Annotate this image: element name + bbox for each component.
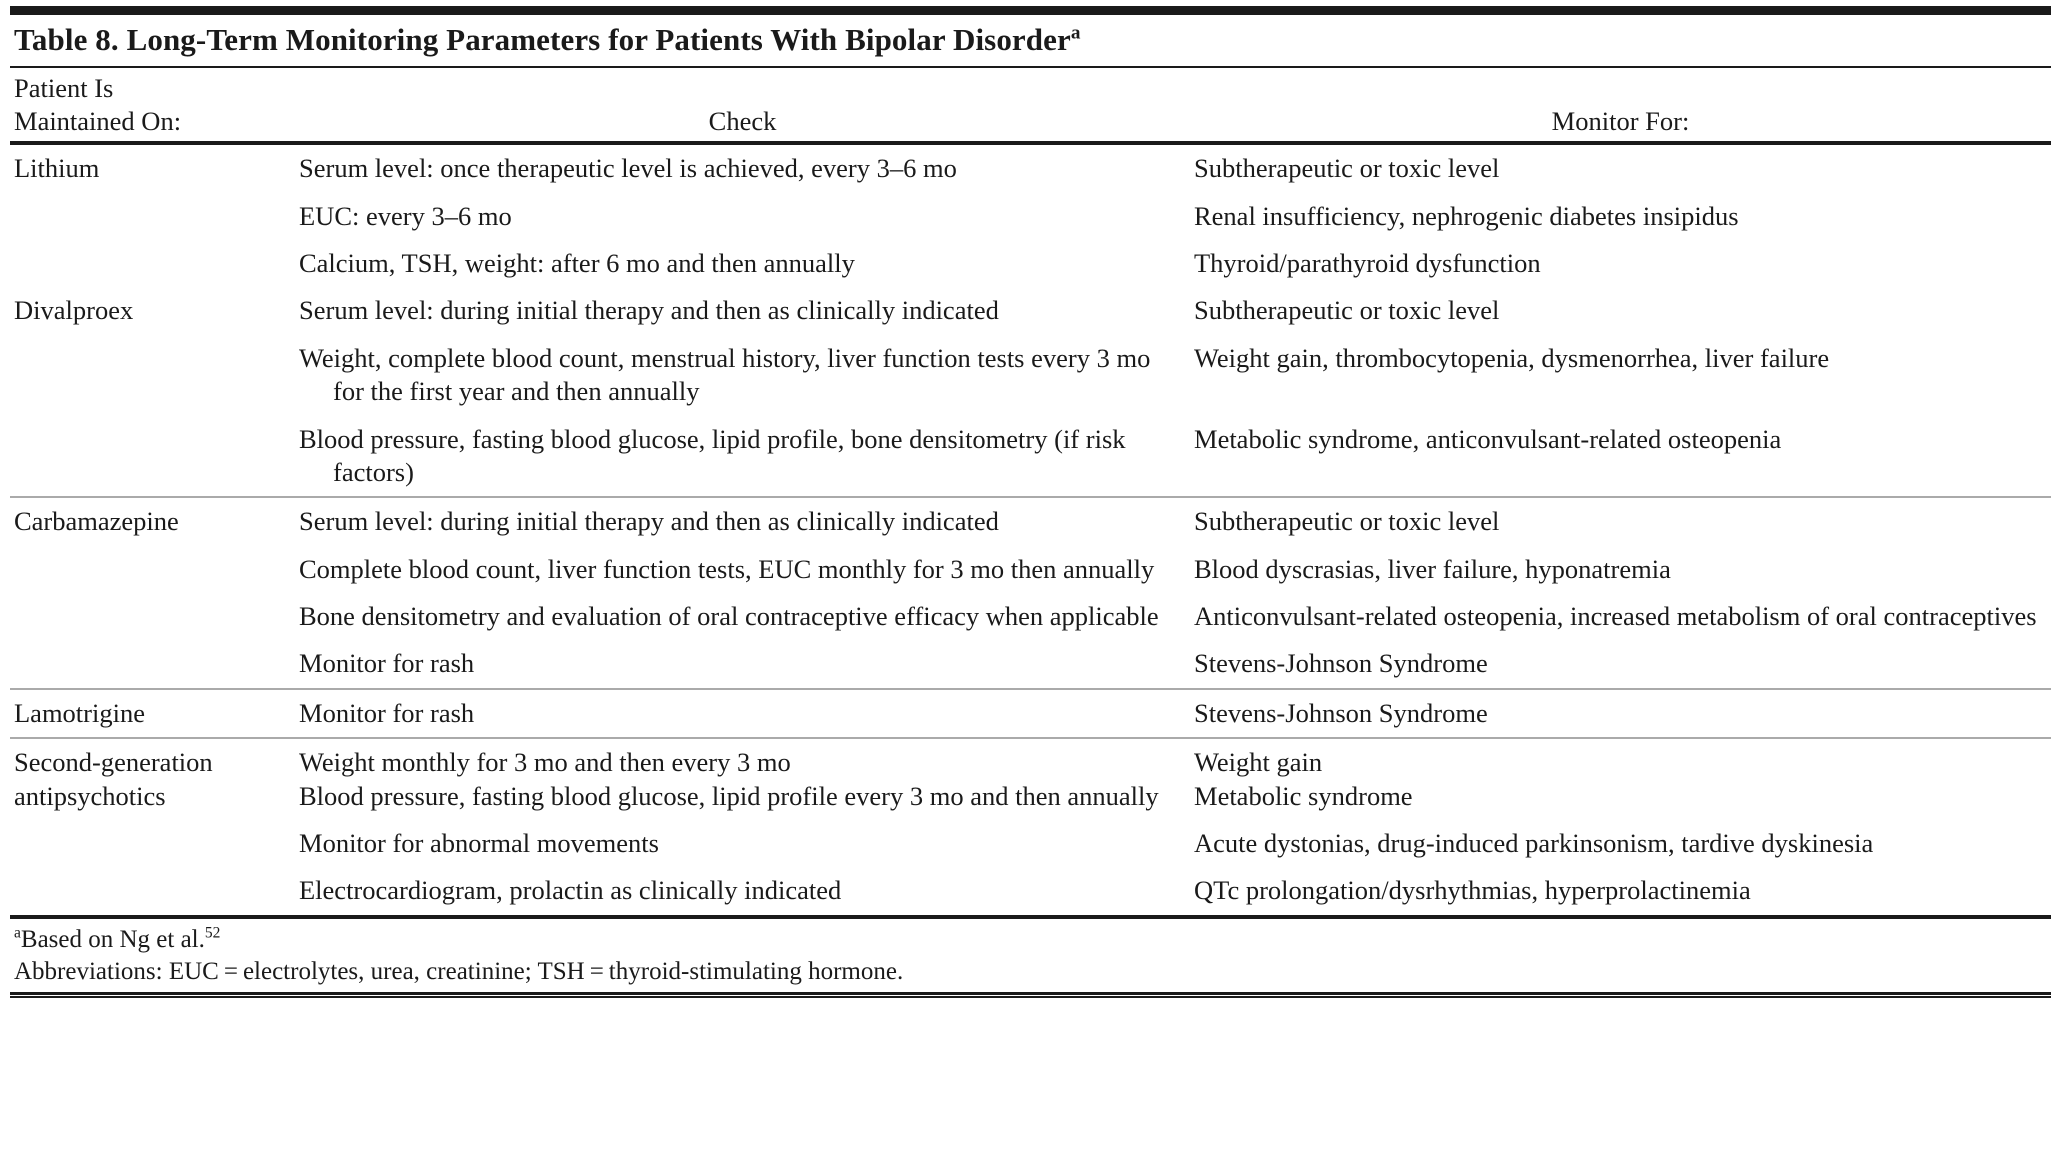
table-row: Blood pressure, fasting blood glucose, l…	[10, 780, 2051, 820]
table-row: Calcium, TSH, weight: after 6 mo and the…	[10, 240, 2051, 287]
check-text: Blood pressure, fasting blood glucose, l…	[299, 423, 1126, 487]
section-separator-cell	[10, 496, 2051, 499]
monitor-cell: Weight gain, thrombocytopenia, dysmenorr…	[1194, 342, 1830, 373]
table-title: Table 8. Long-Term Monitoring Parameters…	[10, 15, 2051, 66]
monitor-cell: Subtherapeutic or toxic level	[1194, 506, 1500, 537]
monitor-cell: QTc prolongation/dysrhythmias, hyperprol…	[1194, 875, 1751, 906]
check-cell: Blood pressure, fasting blood glucose, l…	[295, 780, 1190, 820]
monitor-cell: Acute dystonias, drug-induced parkinsoni…	[1190, 820, 2051, 867]
check-cell: Serum level: during initial therapy and …	[299, 295, 999, 326]
column-header-patient-maintained-on: Patient Is Maintained On:	[10, 68, 295, 142]
check-cell: Complete blood count, liver function tes…	[295, 546, 1190, 593]
check-cell: Monitor for abnormal movements	[299, 827, 659, 858]
check-cell: Serum level: once therapeutic level is a…	[299, 153, 957, 184]
monitoring-parameters-table: Patient Is Maintained On: Check Monitor …	[10, 68, 2051, 915]
check-cell: Weight monthly for 3 mo and then every 3…	[299, 747, 791, 778]
monitor-cell: Renal insufficiency, nephrogenic diabete…	[1194, 200, 1739, 231]
drug-name-line-1: Second-generation	[14, 747, 213, 778]
table-container: Table 8. Long-Term Monitoring Parameters…	[0, 6, 2061, 998]
table-row: Weight, complete blood count, menstrual …	[10, 335, 2051, 416]
table-row: Lamotrigine Monitor for rash Stevens-Joh…	[10, 690, 2051, 737]
title-bottom-rule	[10, 65, 2051, 68]
check-text: Weight, complete blood count, menstrual …	[299, 342, 1151, 407]
monitor-cell: Subtherapeutic or toxic level	[1194, 295, 1500, 326]
table-row: Second-generation antipsychotics Weight …	[10, 739, 2051, 810]
column-header-monitor-for: Monitor For:	[1551, 105, 1690, 136]
section-separator-rule	[10, 687, 2051, 690]
table-footnotes: aBased on Ng et al.52 Abbreviations: EUC…	[10, 919, 2051, 992]
footnote-source: aBased on Ng et al.52	[14, 924, 2051, 956]
column-header-line-2: Maintained On:	[14, 105, 182, 136]
check-cell: Bone densitometry and evaluation of oral…	[295, 593, 1190, 640]
drug-name-divalproex: Divalproex	[14, 295, 134, 326]
check-cell: EUC: every 3–6 mo	[299, 200, 512, 231]
monitor-cell: Metabolic syndrome, anticonvulsant-relat…	[1194, 423, 1782, 454]
table-row: Divalproex Serum level: during initial t…	[10, 287, 2051, 334]
footnote-source-text: Based on Ng et al.	[20, 925, 205, 953]
table-header: Patient Is Maintained On: Check Monitor …	[10, 68, 2051, 146]
check-text: Complete blood count, liver function tes…	[299, 553, 1155, 584]
table-bottom-border	[10, 991, 2051, 998]
monitor-text: Anticonvulsant-related osteopenia, incre…	[1194, 601, 2037, 632]
table-row: Blood pressure, fasting blood glucose, l…	[10, 416, 2051, 497]
column-header-check: Check	[708, 105, 777, 136]
section-separator-row	[10, 687, 2051, 690]
table-row: Carbamazepine Serum level: during initia…	[10, 498, 2051, 545]
monitor-cell: Anticonvulsant-related osteopenia, incre…	[1190, 593, 2051, 640]
monitor-cell: Subtherapeutic or toxic level	[1194, 153, 1500, 184]
check-cell: Calcium, TSH, weight: after 6 mo and the…	[299, 248, 855, 279]
header-row: Patient Is Maintained On: Check Monitor …	[10, 68, 2051, 142]
monitor-cell: Weight gain	[1194, 747, 1323, 778]
check-cell: Monitor for rash	[299, 697, 475, 728]
monitor-cell: Thyroid/parathyroid dysfunction	[1194, 248, 1541, 279]
table-title-footnote-marker: a	[1070, 22, 1081, 44]
drug-name-carbamazepine: Carbamazepine	[14, 506, 179, 537]
table-body: Lithium Serum level: once therapeutic le…	[10, 145, 2051, 914]
table-row: Lithium Serum level: once therapeutic le…	[10, 145, 2051, 192]
footnote-abbreviations: Abbreviations: EUC = electrolytes, urea,…	[14, 957, 904, 985]
monitor-cell: Metabolic syndrome	[1194, 780, 1413, 811]
check-cell: Weight, complete blood count, menstrual …	[295, 335, 1190, 416]
drug-name-second-generation-antipsychotics: Second-generation antipsychotics	[10, 739, 295, 915]
header-bottom-rule-cell	[10, 141, 2051, 146]
check-cell: Electrocardiogram, prolactin as clinical…	[299, 875, 842, 906]
table-title-text: Table 8. Long-Term Monitoring Parameters…	[14, 22, 1071, 57]
header-rule-row	[10, 141, 2051, 146]
table-top-border	[10, 6, 2051, 15]
section-separator-row	[10, 737, 2051, 740]
monitor-cell: Stevens-Johnson Syndrome	[1194, 697, 1488, 728]
table-row: Monitor for rash Stevens-Johnson Syndrom…	[10, 640, 2051, 687]
drug-name-lamotrigine: Lamotrigine	[14, 697, 145, 728]
section-separator-cell	[10, 737, 2051, 740]
footnote-reference-number: 52	[204, 924, 221, 942]
table-row: Monitor for abnormal movements Acute dys…	[10, 820, 2051, 867]
header-bottom-rule	[10, 141, 2051, 146]
check-cell: Serum level: during initial therapy and …	[299, 506, 999, 537]
table-row: Bone densitometry and evaluation of oral…	[10, 593, 2051, 640]
table-row: EUC: every 3–6 mo Renal insufficiency, n…	[10, 193, 2051, 240]
monitor-text: Acute dystonias, drug-induced parkinsoni…	[1194, 827, 1874, 858]
check-cell: Blood pressure, fasting blood glucose, l…	[295, 416, 1190, 497]
check-cell: Monitor for rash	[299, 648, 475, 679]
drug-name-line-2: antipsychotics	[14, 780, 166, 811]
footnote-marker-a: a	[14, 924, 21, 942]
table-body-bottom-rule	[10, 914, 2051, 919]
check-text: Blood pressure, fasting blood glucose, l…	[299, 780, 1159, 811]
drug-name-lithium: Lithium	[14, 153, 100, 184]
check-text: Bone densitometry and evaluation of oral…	[299, 601, 1159, 632]
monitor-cell: Stevens-Johnson Syndrome	[1194, 648, 1488, 679]
section-separator-rule	[10, 737, 2051, 740]
section-separator-row	[10, 496, 2051, 499]
table-row: Complete blood count, liver function tes…	[10, 546, 2051, 593]
monitor-cell: Blood dyscrasias, liver failure, hyponat…	[1194, 553, 1671, 584]
table-row: Electrocardiogram, prolactin as clinical…	[10, 867, 2051, 914]
column-header-line-1: Patient Is	[14, 72, 114, 103]
section-separator-rule	[10, 496, 2051, 499]
section-separator-cell	[10, 687, 2051, 690]
